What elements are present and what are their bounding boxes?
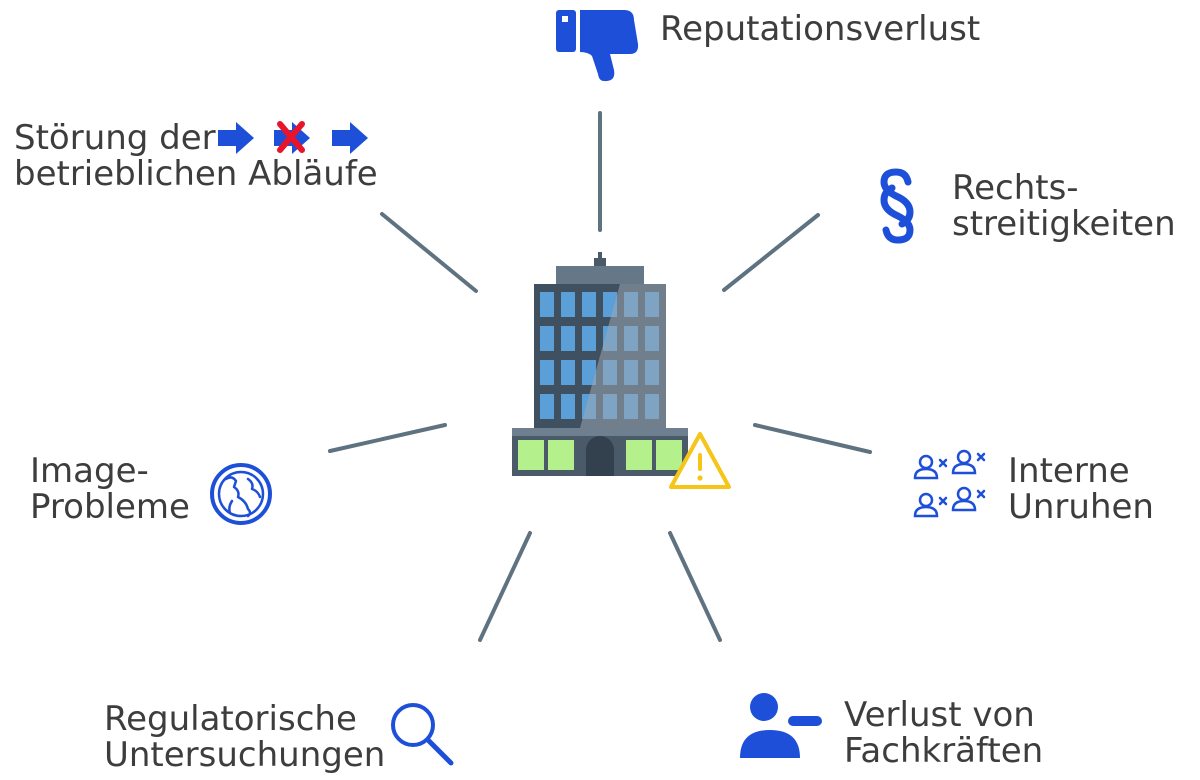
warning-icon [669,432,731,489]
reputation-label: Reputationsverlust [660,9,981,49]
legal-label: Rechts- streitigkeiten [952,168,1176,244]
paragraph-icon [880,168,914,244]
connector-legal [722,213,820,292]
operations-label: Störung der betrieblichen Abläufe [14,118,378,194]
remove-user-icon [740,693,822,758]
connector-operations [380,212,478,293]
company-building-icon [512,252,688,476]
connector-internal [753,423,872,454]
people-unrest-icon [913,449,986,518]
connector-talent [668,531,722,642]
connector-image [328,423,447,453]
talent-label: Verlust von Fachkräften [844,695,1044,771]
connector-regulatory [478,531,532,642]
magnifier-icon [391,703,454,766]
globe-icon [210,463,272,525]
thumbs-down-icon [556,10,639,82]
broken-flow-icon [218,121,368,154]
internal-label: Interne Unruhen [1008,451,1154,527]
regulatory-label: Regulatorische Untersuchungen [104,699,386,775]
image-label: Image- Probleme [30,451,190,527]
